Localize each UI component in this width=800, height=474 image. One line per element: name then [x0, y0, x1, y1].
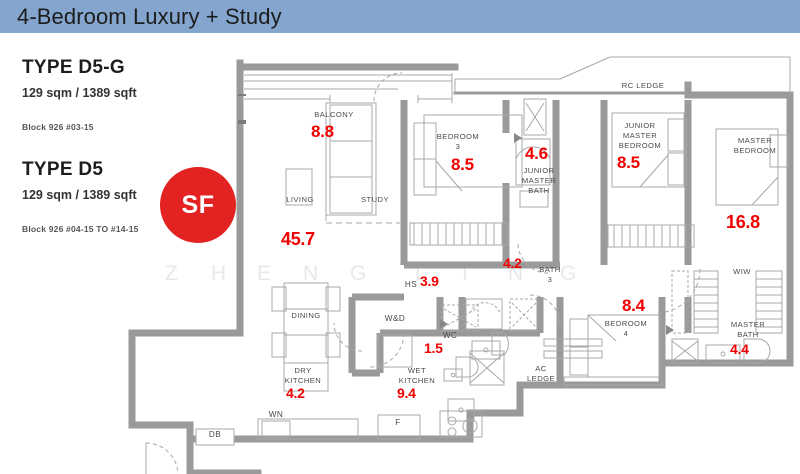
- unit-b-block: Block 926 #04-15 TO #14-15: [22, 224, 139, 234]
- watermark-letter: I: [462, 262, 469, 285]
- room-label-jr-bath-2: MASTER: [521, 176, 557, 185]
- watermark-letter: N: [303, 262, 320, 285]
- room-label-bedroom3: BEDROOM: [436, 132, 480, 141]
- label-ac-ledge-2: LEDGE: [527, 374, 555, 383]
- watermark-letter: Z: [165, 262, 179, 285]
- room-label-jr-bed-3: BEDROOM: [618, 141, 662, 150]
- room-label-study: STUDY: [361, 195, 389, 204]
- label-wiw: WIW: [733, 267, 751, 276]
- unit-a-block: Block 926 #03-15: [22, 122, 94, 132]
- room-label-jr-bath-3: BATH: [528, 186, 550, 195]
- label-wn: WN: [268, 410, 284, 419]
- unit-a-area: 129 sqm / 1389 sqft: [22, 86, 137, 100]
- unit-b-type: TYPE D5: [22, 159, 104, 180]
- room-label-bath3-1: BATH: [539, 265, 561, 274]
- room-area-jr-bed: 8.5: [617, 153, 640, 172]
- room-area-junior-master-bath: 4.6: [525, 144, 548, 163]
- sf-badge-label: SF: [181, 190, 215, 219]
- room-label-bedroom4-num: 4: [623, 329, 629, 338]
- room-area-bedroom3: 8.5: [451, 155, 474, 174]
- label-fridge: F: [395, 418, 401, 427]
- watermark-letter: G: [350, 262, 368, 285]
- room-label-dry-kitchen-1: DRY: [294, 366, 312, 375]
- room-label-wc: WC: [442, 331, 458, 340]
- room-label-bedroom3-num: 3: [455, 142, 461, 151]
- label-ac-ledge-1: AC: [535, 364, 547, 373]
- unit-b-area: 129 sqm / 1389 sqft: [22, 188, 137, 202]
- room-label-jr-bath-1: JUNIOR: [523, 166, 555, 175]
- room-area-master-bath: 4.4: [730, 341, 749, 357]
- room-label-hs: HS: [404, 280, 418, 289]
- label-db: DB: [208, 430, 222, 439]
- label-rc-ledge: RC LEDGE: [621, 81, 665, 90]
- room-label-master-bath-2: BATH: [737, 330, 759, 339]
- room-label-jr-bed-1: JUNIOR: [624, 121, 656, 130]
- room-label-master-bath-1: MASTER: [730, 320, 766, 329]
- room-label-bedroom4: BEDROOM: [604, 319, 648, 328]
- page-title: 4-Bedroom Luxury + Study: [17, 3, 282, 29]
- room-area-hs: 3.9: [420, 273, 439, 289]
- room-area-dry-kitchen: 4.2: [286, 385, 305, 401]
- header-bar: 4-Bedroom Luxury + Study: [0, 0, 800, 33]
- room-area-wc: 1.5: [424, 340, 443, 356]
- room-label-balcony: BALCONY: [314, 110, 354, 119]
- label-washer-dryer: W&D: [384, 314, 406, 323]
- room-label-master-bed-2: BEDROOM: [733, 146, 777, 155]
- room-label-dining: DINING: [291, 311, 321, 320]
- watermark-letter: E: [257, 262, 273, 285]
- sf-badge: SF: [160, 167, 236, 243]
- unit-a-type: TYPE D5-G: [22, 57, 125, 78]
- room-label-master-bed-1: MASTER: [737, 136, 773, 145]
- room-label-wet-kitchen-2: KITCHEN: [398, 376, 436, 385]
- watermark-letter: H: [211, 262, 228, 285]
- room-area-balcony: 8.8: [311, 122, 334, 141]
- room-label-bath3-2: 3: [547, 275, 553, 284]
- room-area-wet-kitchen: 9.4: [397, 385, 416, 401]
- room-area-living: 45.7: [281, 229, 315, 249]
- watermark-letter: G: [560, 262, 578, 285]
- room-area-bath3: 4.2: [503, 255, 522, 271]
- room-area-bedroom4: 8.4: [622, 296, 645, 315]
- room-label-living: LIVING: [286, 195, 314, 204]
- floor-plan-drawing: [128, 56, 794, 474]
- room-area-master-bed: 16.8: [726, 212, 760, 232]
- room-label-jr-bed-2: MASTER: [622, 131, 658, 140]
- room-label-wet-kitchen-1: WET: [407, 366, 427, 375]
- room-label-dry-kitchen-2: KITCHEN: [284, 376, 322, 385]
- watermark-letter: L: [415, 262, 428, 285]
